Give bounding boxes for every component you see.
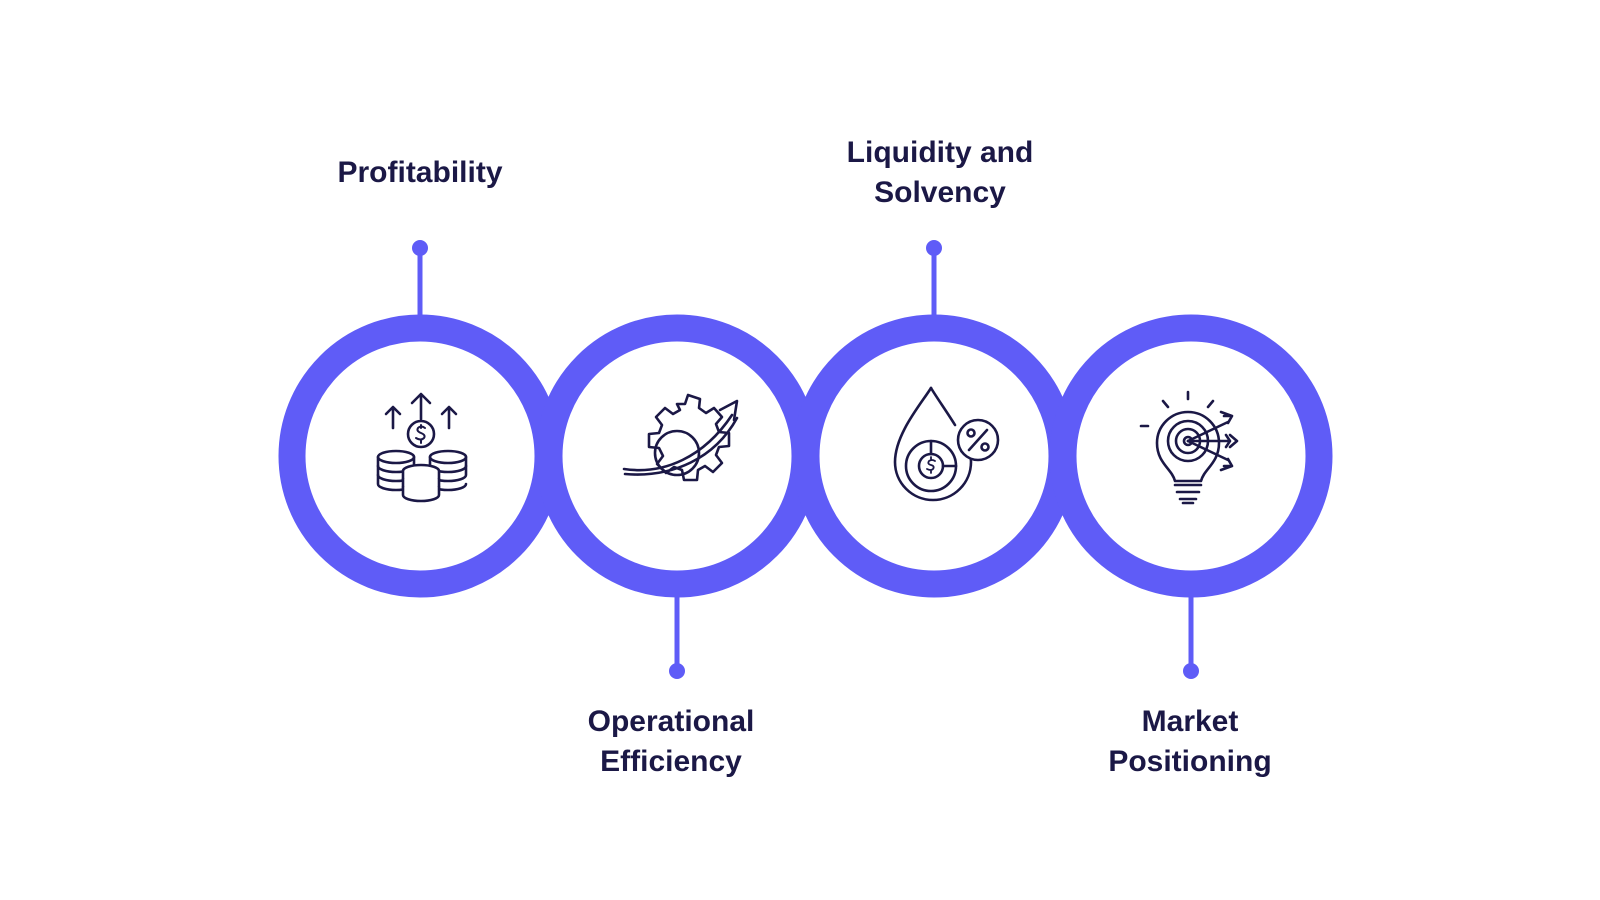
connector-bottom-1 xyxy=(669,590,685,679)
connector-top-0 xyxy=(412,240,428,316)
connector-top-2 xyxy=(926,240,942,316)
step-label-operational-efficiency: Operational Efficiency xyxy=(587,705,755,778)
step-label-liquidity-solvency: Liquidity and Solvency xyxy=(846,136,1034,209)
step-ring-0 xyxy=(278,314,562,598)
coins-growth-icon xyxy=(376,392,468,503)
gear-arrow-icon xyxy=(622,393,739,482)
step-ring-3 xyxy=(1049,314,1333,598)
liquidity-drop-icon xyxy=(893,386,1000,502)
lightbulb-target-icon xyxy=(1139,390,1239,505)
step-label-profitability: Profitability xyxy=(337,156,503,189)
connector-bottom-3 xyxy=(1183,590,1199,679)
step-ring-1 xyxy=(535,314,819,598)
step-ring-2 xyxy=(792,314,1076,598)
step-label-market-positioning: Market Positioning xyxy=(1108,705,1272,778)
